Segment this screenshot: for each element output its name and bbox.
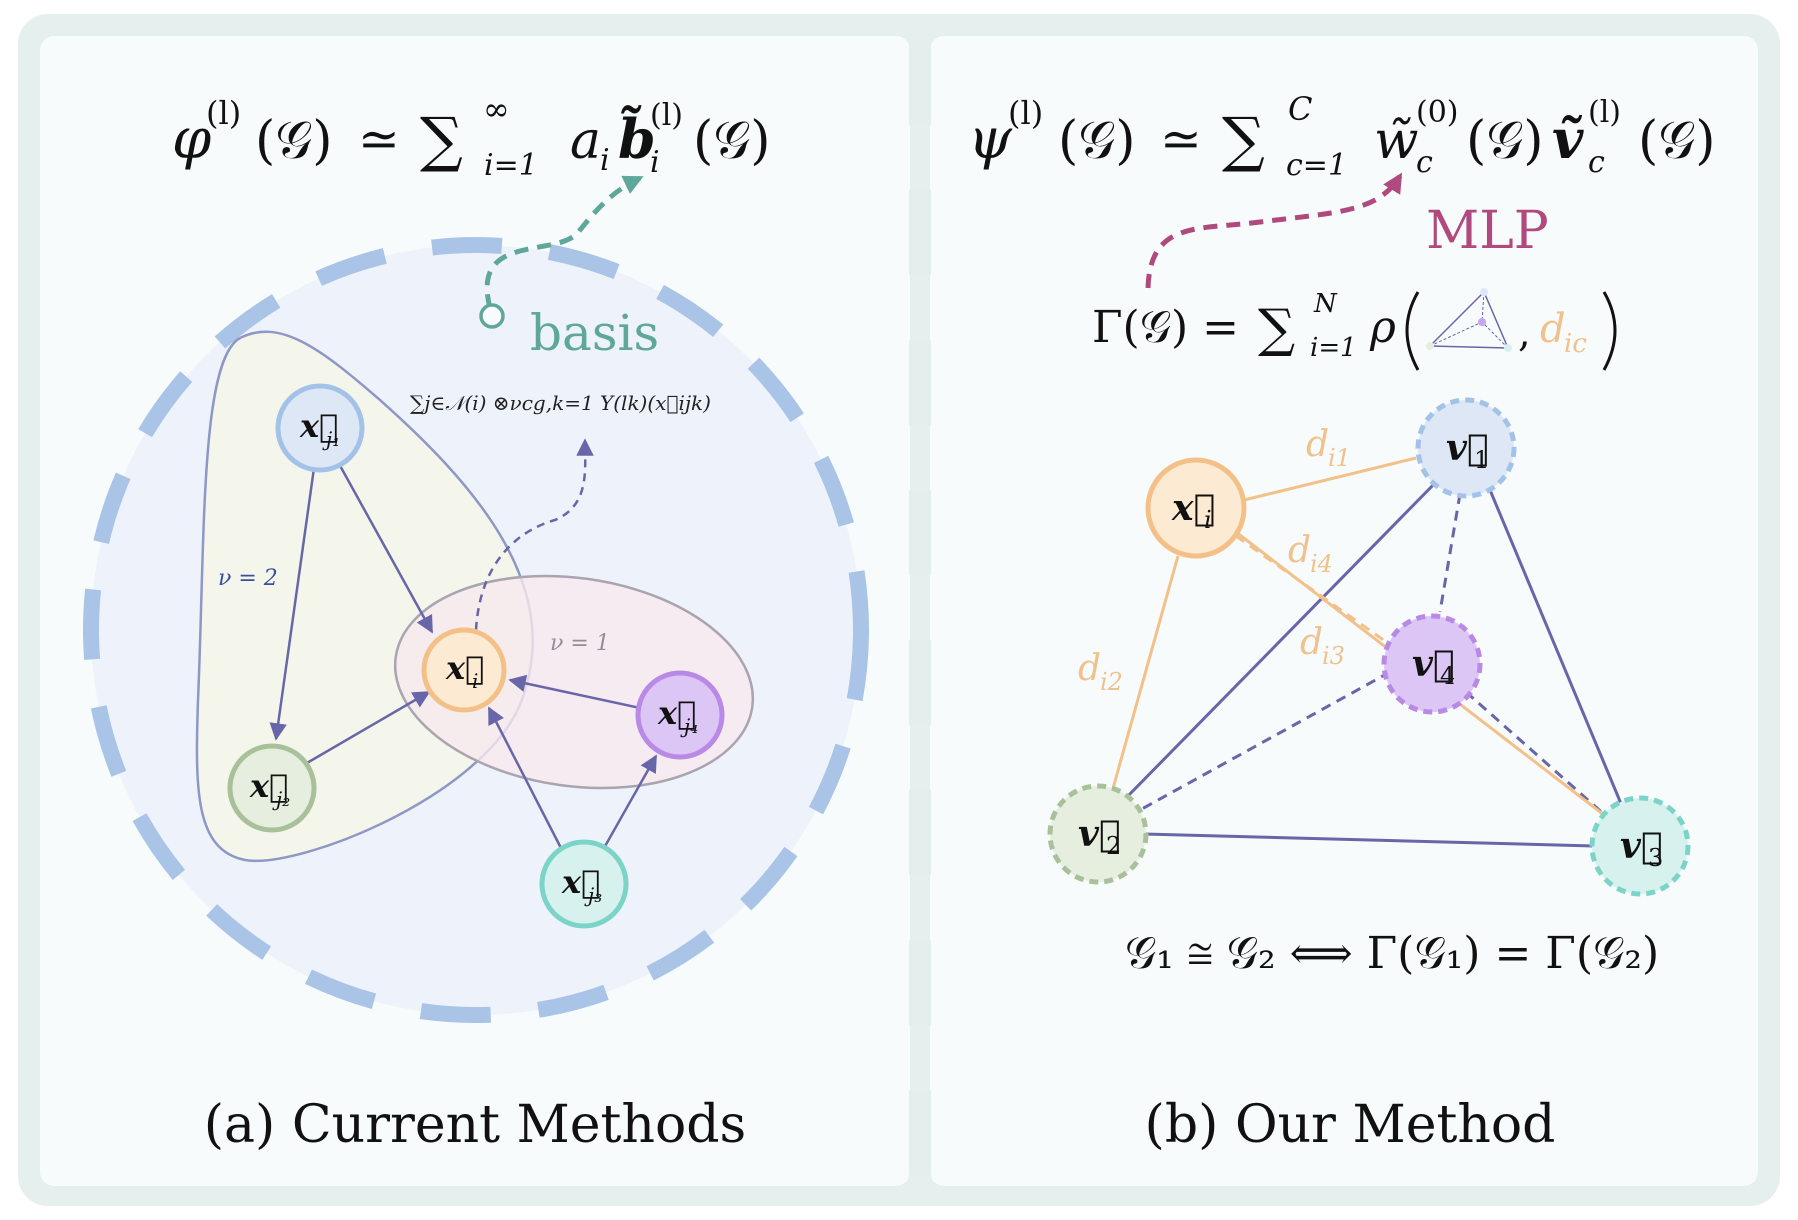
edge-label-di4: d i4	[1288, 530, 1333, 578]
sum-upper-right: C	[1288, 90, 1312, 128]
svg-text:i2: i2	[1100, 668, 1123, 696]
coef-symbol: a	[570, 111, 601, 171]
left-paren	[1405, 291, 1420, 371]
caption-our-method: (b) Our Method	[1145, 1095, 1556, 1155]
node-xi-left: x⃗ i	[421, 627, 507, 713]
sum-sign-right: ∑	[1222, 105, 1265, 175]
edge-label-di1: d i1	[1306, 424, 1351, 472]
v-subscript: c	[1588, 145, 1605, 180]
v-superscript: (l)	[1588, 95, 1621, 130]
phi-symbol: φ	[172, 107, 211, 172]
edge-label-di3: d i3	[1300, 622, 1345, 670]
svg-text:i4: i4	[1310, 550, 1333, 578]
edge-label-di2: d i2	[1078, 648, 1123, 696]
gamma-lhs: Γ(𝒢) =	[1092, 302, 1239, 353]
w-symbol: w̃	[1374, 111, 1419, 171]
svg-text:v⃗: v⃗	[1412, 643, 1455, 685]
node-v3: v⃗ 3	[1589, 795, 1691, 897]
phi-argument: (𝒢)	[255, 111, 333, 171]
psi-superscript: (l)	[1008, 94, 1043, 132]
mlp-arrow	[1145, 172, 1403, 289]
right-paren	[1602, 291, 1617, 371]
gamma-formula: Γ(𝒢) = ∑ N i=1 ρ , d ic	[1092, 288, 1617, 371]
gamma-sum-upper: N	[1313, 289, 1338, 319]
node-xj1: x⃗ j₁	[275, 383, 365, 473]
node-v4: v⃗ 4	[1381, 613, 1483, 715]
node-xj2: x⃗ j₂	[227, 743, 317, 833]
svg-text:4: 4	[1440, 662, 1455, 690]
mlp-label: MLP	[1426, 201, 1549, 261]
svg-text:j₃: j₃	[584, 883, 602, 907]
svg-text:v⃗: v⃗	[1620, 825, 1663, 867]
dic-symbol: d	[1540, 306, 1566, 352]
svg-text:1: 1	[1474, 446, 1489, 474]
svg-text:i1: i1	[1328, 444, 1351, 472]
svg-text:x⃗: x⃗	[1171, 487, 1215, 529]
svg-text:x⃗: x⃗	[249, 767, 288, 805]
svg-text:d: d	[1078, 648, 1101, 689]
w-subscript: c	[1416, 145, 1433, 180]
dic-subscript: ic	[1564, 329, 1587, 359]
right-formula: ψ (l) (𝒢) ≃ ∑ C c=1 w̃ (0) c (𝒢) ṽ (l) c…	[968, 90, 1716, 183]
svg-text:x⃗: x⃗	[445, 649, 484, 687]
svg-text:d: d	[1300, 622, 1323, 663]
svg-text:i: i	[472, 669, 478, 693]
node-xi-right: x⃗ i	[1145, 457, 1247, 559]
svg-text:j₂: j₂	[272, 787, 290, 811]
basis-label: basis	[530, 304, 659, 362]
left-edges	[269, 438, 658, 851]
psi-argument: (𝒢)	[1058, 111, 1136, 171]
svg-text:x⃗: x⃗	[561, 863, 600, 901]
sum-upper: ∞	[483, 90, 510, 128]
coef-subscript: i	[600, 143, 610, 178]
tensor-product-expression: ∑j∈𝒩(i) ⊗νcg,k=1 Y(lk)(x⃗ijk)	[410, 391, 711, 415]
svg-text:i: i	[1204, 506, 1212, 534]
node-v2: v⃗ 2	[1047, 783, 1149, 885]
left-formula: φ (l) (𝒢) ≃ ∑ ∞ i=1 a i b̃ (l) i (𝒢)	[172, 90, 771, 183]
svg-text:x⃗: x⃗	[657, 694, 696, 732]
approx-sign-right: ≃	[1160, 110, 1202, 168]
w-superscript: (0)	[1416, 95, 1459, 130]
v-symbol: ṽ	[1552, 107, 1584, 171]
svg-text:i3: i3	[1322, 642, 1345, 670]
basis-origin-marker	[479, 303, 505, 329]
node-xj4: x⃗ j₄	[635, 670, 725, 760]
svg-text:x⃗: x⃗	[299, 407, 338, 445]
nu2-label: ν = 2	[218, 566, 278, 591]
node-v1: v⃗ 1	[1415, 397, 1517, 499]
svg-text:v⃗: v⃗	[1078, 813, 1121, 855]
basis-argument: (𝒢)	[693, 111, 771, 171]
svg-text:d: d	[1306, 424, 1329, 465]
basis-symbol: b̃	[618, 105, 656, 171]
svg-text:3: 3	[1648, 844, 1663, 872]
svg-text:j₄: j₄	[680, 714, 698, 738]
sum-lower-right: c=1	[1286, 148, 1347, 183]
basis-arrow	[484, 175, 644, 309]
gamma-comma: ,	[1518, 310, 1531, 356]
basis-superscript: (l)	[650, 98, 683, 133]
rho-symbol: ρ	[1369, 302, 1396, 353]
svg-text:j₁: j₁	[322, 427, 340, 451]
sum-lower: i=1	[484, 148, 538, 183]
svg-text:d: d	[1288, 530, 1311, 571]
svg-text:v⃗: v⃗	[1446, 427, 1489, 469]
sum-sign: ∑	[420, 105, 463, 175]
caption-current-methods: (a) Current Methods	[204, 1095, 746, 1155]
node-xj3: x⃗ j₃	[539, 839, 629, 929]
nu1-label: ν = 1	[550, 631, 610, 656]
isomorphism-statement: 𝒢₁ ≅ 𝒢₂ ⟺ Γ(𝒢₁) = Γ(𝒢₂)	[1125, 928, 1659, 979]
w-argument: (𝒢)	[1466, 111, 1544, 171]
basis-subscript: i	[650, 145, 660, 180]
approx-sign: ≃	[358, 110, 400, 168]
v-argument: (𝒢)	[1638, 111, 1716, 171]
svg-text:2: 2	[1106, 832, 1121, 860]
psi-symbol: ψ	[968, 107, 1013, 172]
gamma-sum: ∑	[1258, 299, 1295, 359]
phi-superscript: (l)	[206, 94, 241, 132]
right-panel	[930, 36, 1758, 1186]
tetrahedron-glyph	[1426, 288, 1512, 352]
gamma-sum-lower: i=1	[1310, 333, 1357, 363]
